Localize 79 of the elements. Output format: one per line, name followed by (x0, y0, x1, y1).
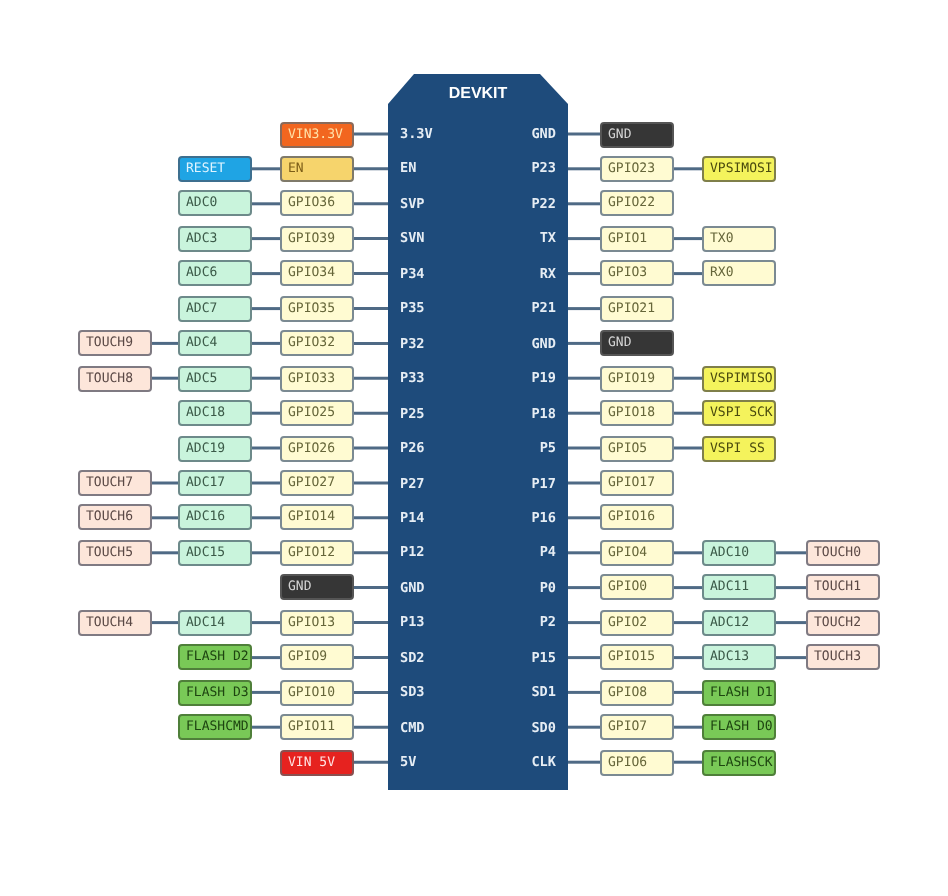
connector-line (568, 656, 600, 660)
connector-line (354, 202, 388, 206)
connector-line (674, 411, 702, 415)
connector-line (354, 656, 388, 660)
connector-line (568, 167, 600, 171)
connector-line (252, 725, 280, 729)
connector-line (252, 656, 280, 660)
connector-line (354, 341, 388, 345)
connector-line (568, 516, 600, 520)
connector-line (568, 132, 600, 136)
connector-line (152, 481, 178, 485)
connector-line (252, 307, 280, 311)
connector-line (674, 621, 702, 625)
connector-line (354, 272, 388, 276)
connector-line (776, 656, 806, 660)
connector-line (568, 341, 600, 345)
connector-line (674, 586, 702, 590)
connector-line (152, 551, 178, 555)
connector-line (568, 237, 600, 241)
connector-line (674, 167, 702, 171)
connector-line (152, 516, 178, 520)
connector-line (354, 132, 388, 136)
connector-line (354, 376, 388, 380)
connector-line (354, 586, 388, 590)
connector-line (252, 376, 280, 380)
connector-line (354, 690, 388, 694)
connector-line (354, 481, 388, 485)
connector-line (674, 551, 702, 555)
connector-line (776, 586, 806, 590)
connector-line (354, 307, 388, 311)
connector-line (252, 621, 280, 625)
connector-line (252, 690, 280, 694)
connector-line (252, 237, 280, 241)
connector-line (674, 446, 702, 450)
connector-line (674, 690, 702, 694)
connector-line (354, 760, 388, 764)
connector-line (568, 760, 600, 764)
connector-line (568, 376, 600, 380)
connector-line (252, 481, 280, 485)
connector-line (152, 341, 178, 345)
connector-line (674, 656, 702, 660)
connector-line (354, 446, 388, 450)
connector-line (568, 446, 600, 450)
connector-line (568, 411, 600, 415)
connector-line (354, 411, 388, 415)
connector-line (776, 621, 806, 625)
connector-line (252, 272, 280, 276)
connector-line (674, 272, 702, 276)
connector-line (252, 516, 280, 520)
connector-line (252, 411, 280, 415)
connector-line (354, 516, 388, 520)
connector-line (568, 551, 600, 555)
connector-line (568, 690, 600, 694)
connector-line (568, 586, 600, 590)
connector-line (152, 621, 178, 625)
connector-line (354, 725, 388, 729)
connector-line (568, 272, 600, 276)
connector-line (568, 621, 600, 625)
connector-line (252, 341, 280, 345)
connector-line (674, 760, 702, 764)
connector-line (674, 376, 702, 380)
connector-line (674, 237, 702, 241)
connector-line (152, 376, 178, 380)
connector-line (252, 202, 280, 206)
connector-line (354, 551, 388, 555)
connector-line (568, 725, 600, 729)
devkit-board (388, 74, 568, 790)
connector-line (568, 481, 600, 485)
connector-line (354, 621, 388, 625)
connector-line (354, 167, 388, 171)
connector-line (674, 725, 702, 729)
connector-line (776, 551, 806, 555)
connector-line (252, 446, 280, 450)
board-title: DEVKIT (448, 84, 508, 104)
connector-line (252, 167, 280, 171)
connector-line (252, 551, 280, 555)
connector-line (568, 307, 600, 311)
connector-line (568, 202, 600, 206)
connector-line (354, 237, 388, 241)
